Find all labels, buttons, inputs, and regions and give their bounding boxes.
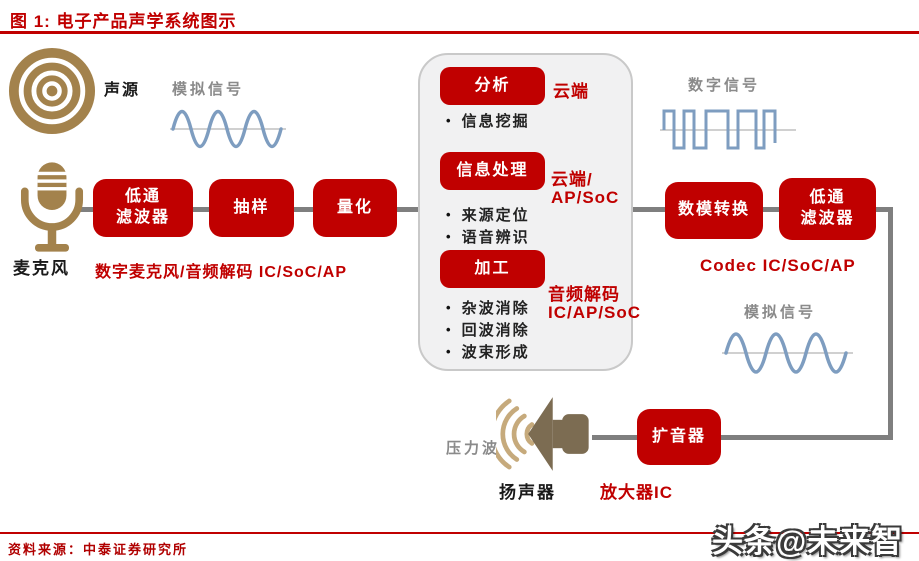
box-lowpass-filter-output: 低通 滤波器 xyxy=(779,178,876,240)
box-dac: 数模转换 xyxy=(665,182,763,239)
bullet-beamforming: • 波束形成 xyxy=(446,344,530,361)
box-information-processing: 信息处理 xyxy=(440,152,545,190)
analog-signal-label-right: 模拟信号 xyxy=(744,304,817,321)
analog-signal-label-left: 模拟信号 xyxy=(172,81,245,98)
square-wave-icon xyxy=(658,103,798,164)
box-sampling: 抽样 xyxy=(209,179,294,237)
amplifier-ic-caption: 放大器IC xyxy=(600,483,673,502)
bullet-echo-cancellation: • 回波消除 xyxy=(446,322,530,339)
bullet-dot: • xyxy=(446,229,453,244)
pressure-wave-label: 压力波 xyxy=(446,440,501,457)
bullet-info-mining: • 信息挖掘 xyxy=(446,113,530,130)
processing-side-line2: IC/AP/SoC xyxy=(548,303,642,322)
connector-bottom xyxy=(592,435,891,440)
box-processing: 加工 xyxy=(440,250,545,288)
bullet-dot: • xyxy=(446,344,453,359)
sound-source-label: 声源 xyxy=(104,82,141,99)
bullet-dot: • xyxy=(446,113,453,128)
bullet-dot: • xyxy=(446,322,453,337)
speaker-icon xyxy=(489,390,600,483)
watermark: 头条@未来智库 xyxy=(712,524,904,559)
footer-divider xyxy=(0,532,919,534)
output-chain-caption: Codec IC/SoC/AP xyxy=(700,256,856,275)
info-proc-side-line1: 云端/ xyxy=(551,170,593,189)
microphone-icon xyxy=(18,160,86,265)
title-divider xyxy=(0,31,919,34)
connector-down xyxy=(888,207,893,440)
source-note: 资料来源：中泰证券研究所 xyxy=(8,542,189,557)
speaker-label: 扬声器 xyxy=(499,483,556,502)
processing-panel xyxy=(418,53,633,371)
sound-source-icon xyxy=(8,47,96,140)
bullet-dot: • xyxy=(446,300,453,315)
bullet-speech-recognition: • 语音辨识 xyxy=(446,229,530,246)
processing-side-line1: 音频解码 xyxy=(548,285,620,304)
bullet-source-localization: • 来源定位 xyxy=(446,207,530,224)
digital-signal-label: 数字信号 xyxy=(688,77,761,94)
input-chain-caption: 数字麦克风/音频解码 IC/SoC/AP xyxy=(95,264,348,281)
info-proc-side-line2: AP/SoC xyxy=(551,188,620,207)
bullet-dot: • xyxy=(446,207,453,222)
sine-wave-icon-right xyxy=(720,323,855,386)
box-lowpass-filter-input: 低通 滤波器 xyxy=(93,179,193,237)
analysis-side-label: 云端 xyxy=(553,82,589,101)
microphone-label: 麦克风 xyxy=(13,259,70,278)
sine-wave-icon-left xyxy=(168,100,288,161)
box-analysis: 分析 xyxy=(440,67,545,105)
box-amplifier: 扩音器 xyxy=(637,409,721,465)
figure-title: 图 1: 电子产品声学系统图示 xyxy=(10,12,237,31)
bullet-noise-cancellation: • 杂波消除 xyxy=(446,300,530,317)
box-quantization: 量化 xyxy=(313,179,397,237)
